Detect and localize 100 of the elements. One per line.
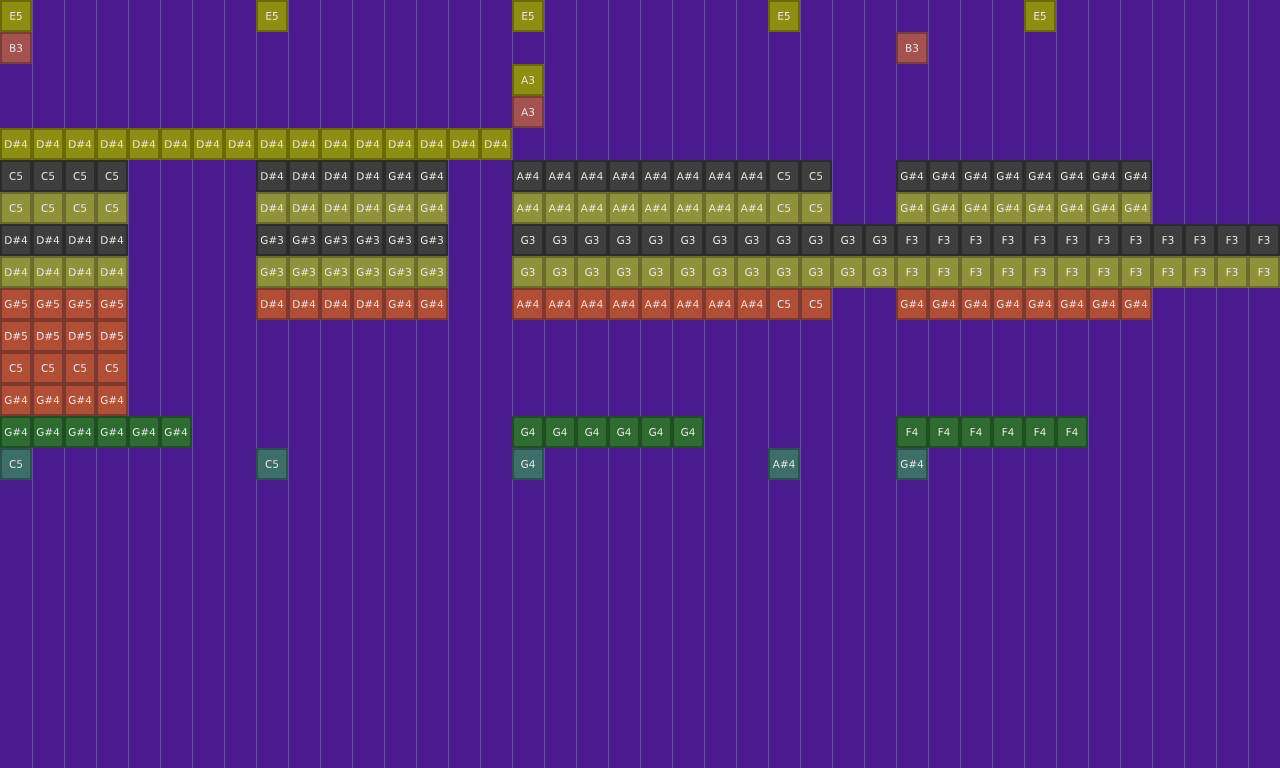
note-cell: G#4	[0, 416, 32, 448]
note-cell: A#4	[512, 192, 544, 224]
note-cell: B3	[896, 32, 928, 64]
note-cell: A#4	[608, 192, 640, 224]
note-cell: G3	[640, 256, 672, 288]
note-cell: A#4	[512, 288, 544, 320]
note-cell: F3	[896, 224, 928, 256]
note-cell: G4	[512, 448, 544, 480]
note-cell: D#4	[288, 128, 320, 160]
note-cell: D#4	[384, 128, 416, 160]
note-cell: G#4	[64, 384, 96, 416]
note-cell: D#4	[192, 128, 224, 160]
note-cell: D#5	[96, 320, 128, 352]
note-cell: G#4	[1024, 288, 1056, 320]
note-cell: G#4	[1088, 288, 1120, 320]
note-cell: G#3	[288, 224, 320, 256]
note-cell: A#4	[672, 160, 704, 192]
note-cell: F3	[928, 256, 960, 288]
note-cell: G#3	[256, 256, 288, 288]
note-cell: A#4	[608, 288, 640, 320]
note-cell: D#4	[224, 128, 256, 160]
note-cell: G#4	[992, 192, 1024, 224]
note-cell: G#4	[896, 192, 928, 224]
note-cell: G#4	[1024, 192, 1056, 224]
note-cell: A#4	[768, 448, 800, 480]
note-cell: G3	[512, 256, 544, 288]
note-cell: E5	[256, 0, 288, 32]
note-cell: E5	[1024, 0, 1056, 32]
note-cell: C5	[64, 160, 96, 192]
note-cell: G#4	[128, 416, 160, 448]
note-cell: A#4	[512, 160, 544, 192]
note-cell: G#4	[928, 160, 960, 192]
note-cell: F3	[1184, 256, 1216, 288]
note-cell: A#4	[640, 160, 672, 192]
note-cell: D#4	[32, 224, 64, 256]
note-cell: A#4	[640, 192, 672, 224]
note-cell: C5	[768, 288, 800, 320]
note-cell: G#3	[384, 224, 416, 256]
note-cell: C5	[0, 448, 32, 480]
note-cell: F3	[1024, 224, 1056, 256]
note-cell: G#4	[1056, 288, 1088, 320]
note-cell: G#4	[928, 192, 960, 224]
note-cell: D#4	[352, 128, 384, 160]
note-cell: F3	[1248, 256, 1280, 288]
note-cell: A#4	[576, 160, 608, 192]
note-cell: G#4	[0, 384, 32, 416]
note-cell: G#4	[1120, 192, 1152, 224]
note-cell: C5	[96, 192, 128, 224]
note-cell: D#4	[256, 192, 288, 224]
note-cell: G#4	[416, 288, 448, 320]
note-cell: A#4	[576, 192, 608, 224]
note-cell: G#4	[1056, 192, 1088, 224]
note-cell: G#4	[1088, 192, 1120, 224]
note-cell: G#4	[1024, 160, 1056, 192]
note-cell: C5	[0, 192, 32, 224]
note-cell: D#4	[0, 128, 32, 160]
note-cell: D#4	[0, 256, 32, 288]
note-cell: C5	[768, 160, 800, 192]
note-cell: A#4	[608, 160, 640, 192]
note-cell: D#4	[96, 256, 128, 288]
note-cell: A3	[512, 96, 544, 128]
note-cell: G#4	[992, 160, 1024, 192]
note-cell: A3	[512, 64, 544, 96]
note-cell: F3	[1248, 224, 1280, 256]
note-cell: C5	[768, 192, 800, 224]
note-cell: G3	[832, 256, 864, 288]
note-cell: A#4	[576, 288, 608, 320]
note-cell: D#4	[256, 160, 288, 192]
note-cell: G3	[672, 256, 704, 288]
note-cell: D#4	[352, 192, 384, 224]
note-cell: F3	[960, 224, 992, 256]
note-cell: F3	[1216, 224, 1248, 256]
note-cell: F3	[992, 256, 1024, 288]
note-cell: G#4	[960, 288, 992, 320]
note-cell: D#4	[288, 160, 320, 192]
note-cell: G3	[736, 256, 768, 288]
note-cell: G4	[640, 416, 672, 448]
note-cell: G#4	[96, 384, 128, 416]
note-cell: D#4	[64, 256, 96, 288]
note-cell: A#4	[544, 288, 576, 320]
note-cell: G#4	[384, 192, 416, 224]
note-cell: G#4	[896, 160, 928, 192]
note-cell: G#5	[32, 288, 64, 320]
note-cell: G#4	[416, 160, 448, 192]
note-cell: A#4	[544, 192, 576, 224]
note-cell: G3	[544, 224, 576, 256]
note-cell: G3	[704, 224, 736, 256]
note-cell: A#4	[704, 288, 736, 320]
note-cell: G3	[864, 224, 896, 256]
note-cell: F3	[1184, 224, 1216, 256]
note-cell: D#4	[352, 160, 384, 192]
note-cell: G#4	[896, 288, 928, 320]
note-cell: D#4	[128, 128, 160, 160]
note-cell: G#3	[416, 224, 448, 256]
note-cell: C5	[32, 160, 64, 192]
note-cell: A#4	[672, 288, 704, 320]
note-cell: A#4	[544, 160, 576, 192]
note-cell: F4	[992, 416, 1024, 448]
note-cell: D#4	[160, 128, 192, 160]
note-cell: A#4	[704, 160, 736, 192]
